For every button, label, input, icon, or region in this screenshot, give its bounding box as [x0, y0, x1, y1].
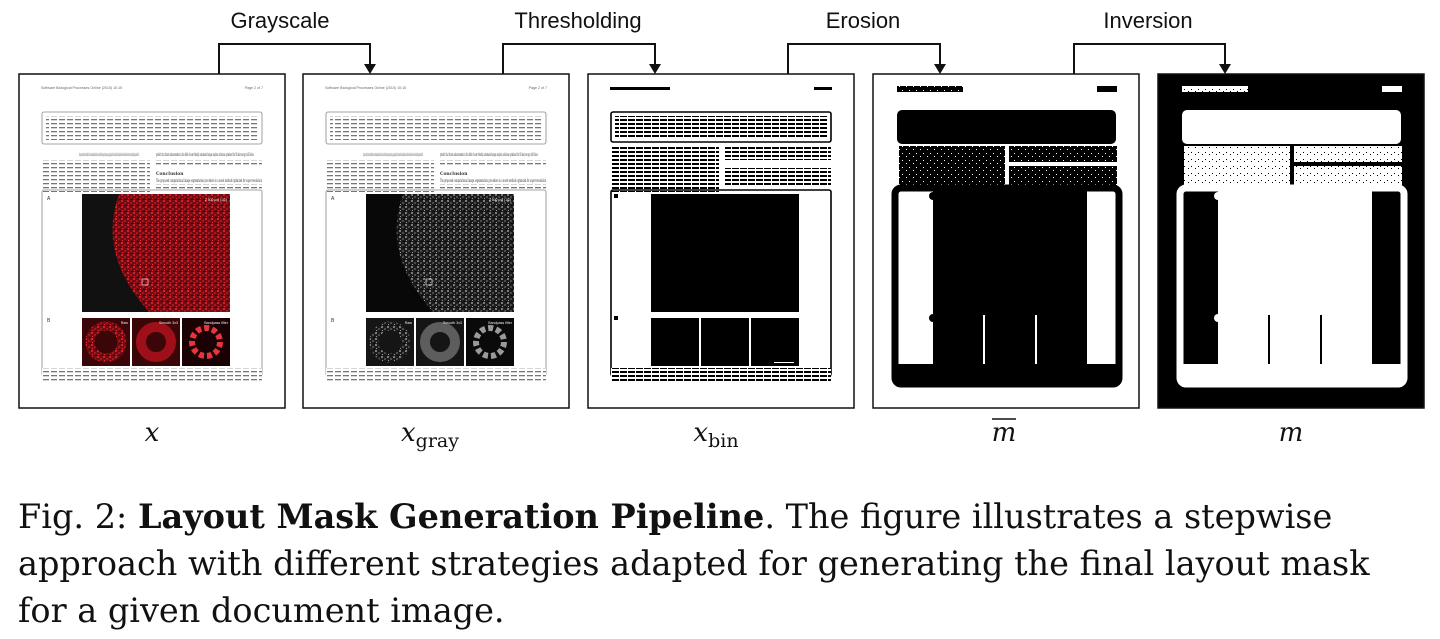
caption-title: Layout Mask Generation Pipeline: [137, 497, 765, 536]
document-image-x-bin: [587, 73, 855, 409]
svg-text:predict that future advancemen: predict that future advancements in the …: [440, 152, 538, 157]
caption-prefix: Fig. 2:: [18, 497, 138, 536]
arrowhead-icon: [934, 64, 946, 74]
document-image-m: [1157, 73, 1425, 409]
svg-text:Raw: Raw: [405, 321, 413, 325]
label-x-bin: xbin: [693, 418, 738, 452]
label-x-gray: xgray: [401, 418, 459, 452]
svg-text:The proposed computational ima: The proposed computational image segment…: [440, 178, 546, 183]
svg-text:Conclusion: Conclusion: [440, 172, 468, 177]
conclusion-heading: Conclusion: [156, 172, 184, 177]
arrowhead-icon: [649, 64, 661, 74]
step-thresholding: Thresholding: [502, 8, 661, 74]
svg-text:Software Biological Processes: Software Biological Processes Online (20…: [325, 86, 406, 90]
svg-text:Smooth 3x3: Smooth 3x3: [159, 321, 178, 325]
label-x: x: [145, 418, 160, 448]
left-column-text: In this paper, we mainly report the nove…: [79, 152, 139, 157]
caption-body: . The figure illustrates a stepwise appr…: [18, 497, 1370, 630]
page-header-right: Page 2 of 7: [245, 86, 263, 90]
figure-caption: Fig. 2: Layout Mask Generation Pipeline.…: [18, 493, 1428, 634]
panel-b-label: B: [47, 318, 51, 324]
arrowhead-icon: [364, 64, 376, 74]
step-erosion: Erosion: [787, 8, 946, 74]
pipeline-diagram: Grayscale Thresholding Erosion Inversion…: [18, 8, 1425, 452]
page-header-left: Software Biological Processes Online (20…: [41, 86, 122, 90]
panel-a-label: A: [47, 196, 51, 202]
document-image-x: Software Biological Processes Online (20…: [18, 73, 286, 409]
document-image-m-bar: [872, 73, 1140, 409]
arrowhead-icon: [1219, 64, 1231, 74]
conclusion-text: The proposed computational image segment…: [156, 178, 262, 183]
step-arrows: Grayscale Thresholding Erosion Inversion: [218, 8, 1231, 74]
right-column-text: predict that future advancements in the …: [156, 152, 254, 157]
step-label-inversion: Inversion: [1103, 8, 1192, 33]
label-m: m: [1279, 418, 1304, 448]
step-inversion: Inversion: [1073, 8, 1231, 74]
svg-text:Smooth 3x3: Smooth 3x3: [443, 321, 462, 325]
svg-text:B: B: [331, 318, 335, 324]
scale-label: 2 500 μm (1/1): [205, 198, 227, 202]
document-image-x-gray: Software Biological Processes Online (20…: [302, 73, 570, 409]
svg-text:Page 2 of 7: Page 2 of 7: [529, 86, 547, 90]
svg-text:Raw: Raw: [121, 321, 129, 325]
svg-text:Bandpass filter: Bandpass filter: [488, 321, 513, 325]
step-label-thresholding: Thresholding: [514, 8, 641, 33]
svg-text:A: A: [331, 196, 335, 202]
image-variable-labels: x xgray xbin m m: [145, 418, 1304, 452]
step-grayscale: Grayscale: [218, 8, 376, 74]
sub-images-row: Raw Smooth 3x3 Bandpass filter: [82, 318, 230, 366]
sub-images-row: Raw Smooth 3x3 Bandpass filter: [366, 318, 514, 366]
svg-text:Bandpass filter: Bandpass filter: [204, 321, 229, 325]
svg-text:2 500 μm (1/1): 2 500 μm (1/1): [489, 198, 511, 202]
step-label-erosion: Erosion: [826, 8, 901, 33]
svg-text:In this paper, we mainly repor: In this paper, we mainly report the nove…: [363, 152, 423, 157]
step-label-grayscale: Grayscale: [230, 8, 329, 33]
label-m-bar: m: [992, 418, 1017, 448]
